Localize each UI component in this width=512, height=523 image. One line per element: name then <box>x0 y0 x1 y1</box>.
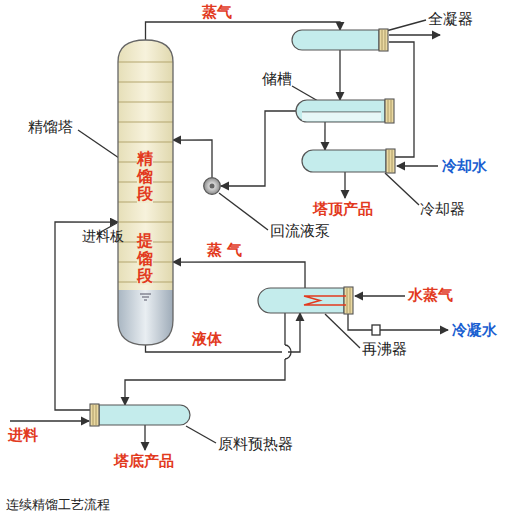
tube-sheet-line <box>382 30 383 50</box>
caption: 连续精馏工艺流程 <box>6 496 110 514</box>
shell <box>258 288 344 313</box>
cooling-water-out <box>389 34 440 35</box>
section-label: 精馏段 <box>137 150 153 203</box>
column-body <box>118 40 173 345</box>
tube-sheet-line <box>392 150 393 172</box>
pump-casing <box>204 178 221 195</box>
pipe <box>339 50 340 100</box>
leader-line <box>386 20 426 31</box>
tube-sheet-line <box>388 100 389 122</box>
tube-sheet-line <box>350 288 351 313</box>
tray-line <box>118 61 173 62</box>
line-hop <box>285 345 291 359</box>
reflux-pump: 回流液泵 <box>203 177 221 195</box>
cooling-water-in <box>397 165 438 166</box>
stream-label: 液体 <box>190 330 224 348</box>
equipment-name: 冷却器 <box>420 200 465 218</box>
equipment-name: 全凝器 <box>428 10 473 28</box>
leader-line <box>219 193 268 230</box>
stream-label: 水蒸气 <box>408 286 453 304</box>
shell <box>292 30 379 50</box>
top-product-line <box>344 172 345 198</box>
reboiler: 再沸器 <box>258 288 353 313</box>
tube-sheet-line <box>347 288 348 313</box>
tray-line <box>118 81 173 82</box>
stream-label: 塔顶产品 <box>313 200 373 218</box>
tube-sheet <box>344 287 353 314</box>
feed-line <box>10 420 89 421</box>
distillation-column: 精馏塔精馏段提馏段 <box>118 40 173 345</box>
tube-sheet-line <box>96 405 97 425</box>
equipment-name: 原料预热器 <box>218 435 293 453</box>
pipe <box>173 140 212 177</box>
pipe <box>324 122 325 150</box>
stream-label: 冷却水 <box>442 157 487 175</box>
leader-line <box>97 223 117 234</box>
leader-line <box>385 173 419 205</box>
pipe <box>55 222 118 410</box>
stream-label: 冷凝水 <box>452 321 497 339</box>
cooler: 冷却器 <box>302 150 395 172</box>
tube-sheet <box>386 149 395 173</box>
feed-preheater: 原料预热器 <box>90 405 190 425</box>
stream-label: 蒸气 <box>200 3 234 21</box>
leader-line <box>292 86 318 101</box>
steam-trap <box>372 325 380 335</box>
storage-tank-shape <box>296 100 394 122</box>
pipe <box>221 111 296 186</box>
condensate-line <box>348 313 372 330</box>
shell <box>99 405 190 425</box>
cooler-shape <box>302 150 395 172</box>
reboiler-shape <box>258 288 353 313</box>
tray-line <box>118 101 173 102</box>
column-liquid <box>118 290 173 345</box>
equipment-name: 再沸器 <box>362 340 407 358</box>
stream-label: 塔底产品 <box>114 452 174 470</box>
pump-hub <box>210 184 215 189</box>
leader-line <box>325 314 360 348</box>
heating-coil <box>304 296 346 305</box>
steam-in-line <box>355 295 405 296</box>
tube-sheet <box>385 99 394 123</box>
column-outline <box>118 40 173 345</box>
pipe <box>173 262 305 288</box>
tank-liquid <box>302 112 381 121</box>
condensate-out <box>380 329 448 330</box>
tray-line <box>118 221 173 222</box>
column-name: 精馏塔 <box>28 118 73 136</box>
tube-sheet <box>379 29 388 51</box>
leader-line <box>78 130 119 158</box>
condenser: 全凝器 <box>292 30 388 50</box>
stream-label: 进料 <box>8 426 38 444</box>
tube-sheet-line <box>389 150 390 172</box>
tray-line <box>118 121 173 122</box>
tube-sheet-line <box>391 100 392 122</box>
storage-tank: 储槽 <box>296 100 394 122</box>
shell <box>302 150 386 172</box>
tube-sheet <box>90 404 99 426</box>
feed-plate-label: 进料板 <box>82 228 96 245</box>
section-label: 提馏段 <box>137 232 153 285</box>
liquid-level-symbol <box>140 294 151 300</box>
leader-line <box>186 426 216 443</box>
equipment-name: 回流液泵 <box>270 222 330 240</box>
tube-sheet-line <box>385 30 386 50</box>
condenser-shape <box>292 30 388 50</box>
shell <box>296 100 385 122</box>
stream-label: 蒸 气 <box>205 241 244 259</box>
reflux-pump-shape <box>203 177 221 195</box>
feed-preheater-shape <box>90 405 190 425</box>
tube-sheet-line <box>93 405 94 425</box>
hop-gap <box>282 345 288 359</box>
bottom-product-line <box>144 425 145 450</box>
equipment-name: 储槽 <box>262 70 292 88</box>
tray-line <box>118 141 173 142</box>
